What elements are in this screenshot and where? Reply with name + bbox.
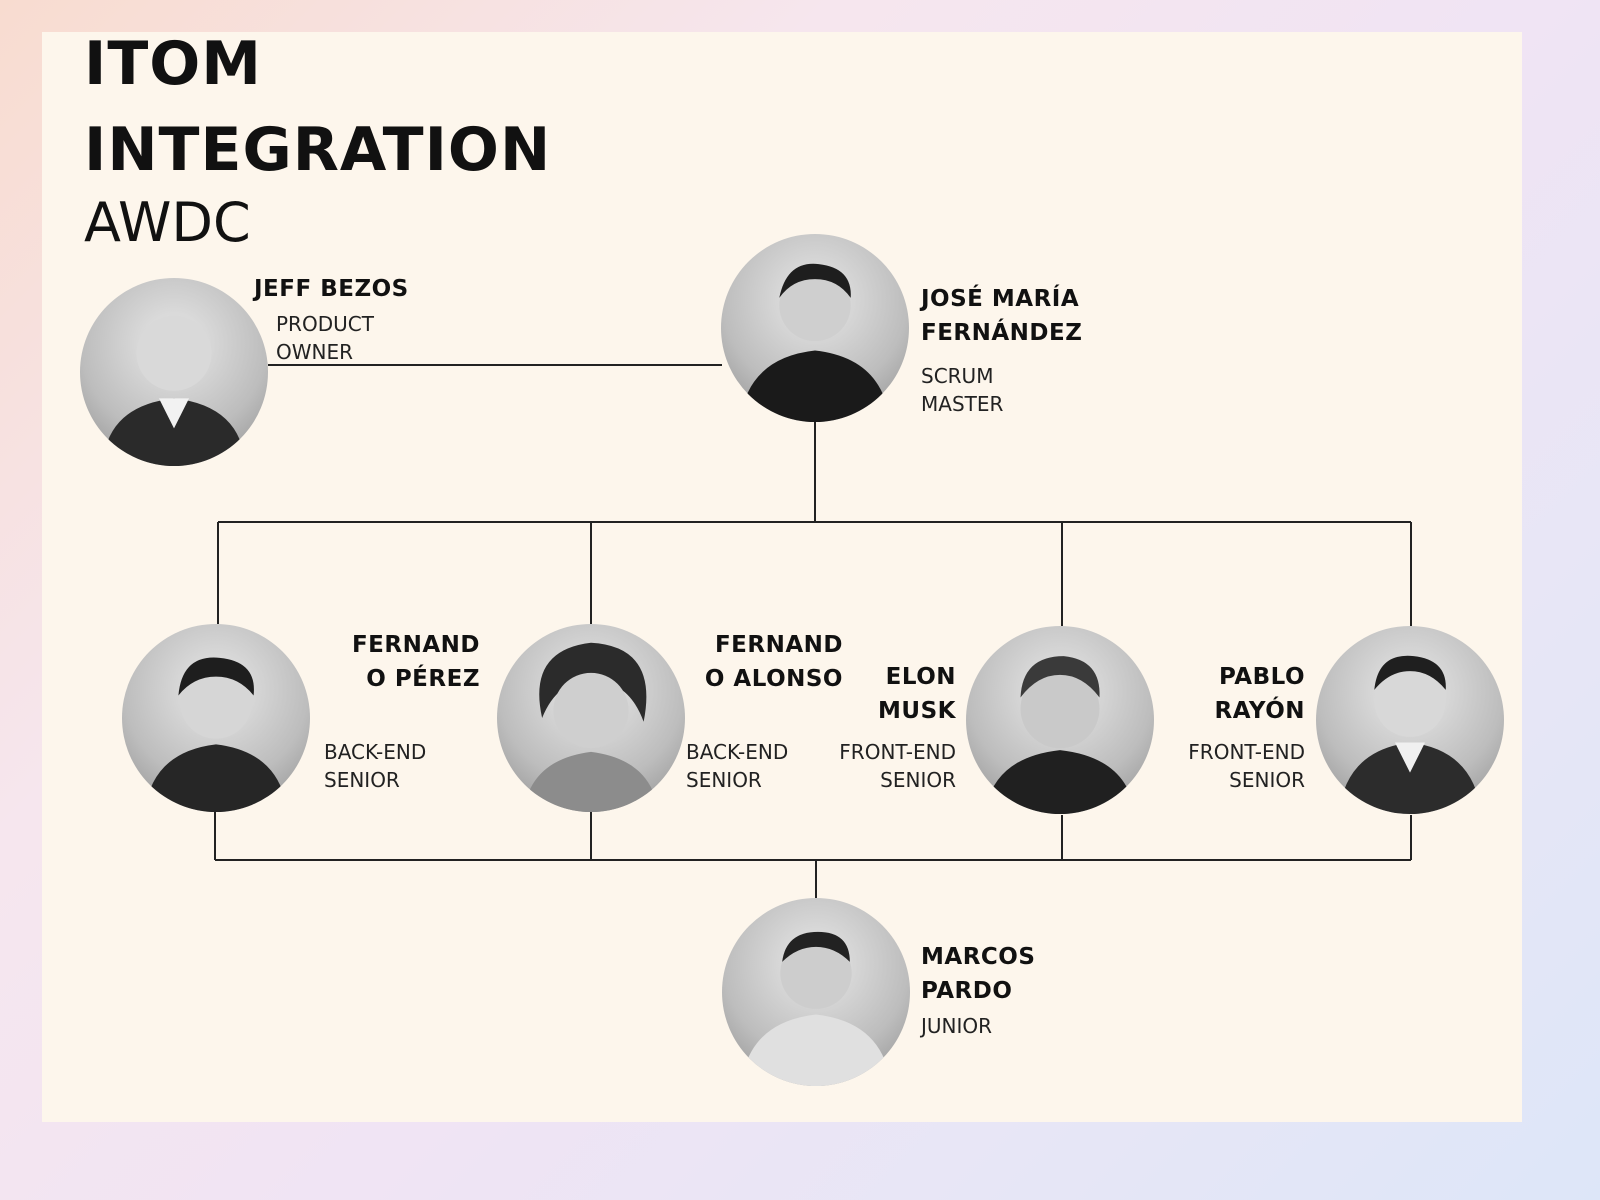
- avatar-fernando-perez: [122, 624, 310, 812]
- member-role-jeff: PRODUCT OWNER: [276, 312, 374, 364]
- member-role-rayon: FRONT-END SENIOR: [1188, 740, 1305, 792]
- avatar-pablo-rayon: [1316, 626, 1504, 814]
- person-silhouette-icon: [740, 931, 892, 1086]
- title-line-1: ITOM: [84, 29, 262, 99]
- member-name-perez: FERNAND O PÉREZ: [351, 632, 480, 692]
- avatar-jeff-bezos: [80, 278, 268, 466]
- member-name-pardo: MARCOS PARDO: [921, 944, 1036, 1004]
- avatar-marcos-pardo: [722, 898, 910, 1086]
- person-silhouette-icon: [1338, 655, 1482, 814]
- member-name-rayon: PABLO RAYÓN: [1214, 664, 1305, 724]
- person-silhouette-icon: [984, 656, 1136, 814]
- avatar-elon-musk: [966, 626, 1154, 814]
- avatar-fernando-alonso: [497, 624, 685, 812]
- title-line-2: INTEGRATION: [84, 115, 552, 185]
- subtitle: AWDC: [84, 191, 251, 254]
- person-silhouette-icon: [523, 642, 659, 812]
- person-silhouette-icon: [739, 263, 891, 422]
- avatar-jose-maria-fernandez: [721, 234, 909, 422]
- person-silhouette-icon: [144, 657, 288, 812]
- member-name-alonso: FERNAND O ALONSO: [704, 632, 843, 692]
- member-name-jose: JOSÉ MARÍA FERNÁNDEZ: [921, 286, 1083, 346]
- member-role-perez: BACK-END SENIOR: [324, 740, 427, 792]
- member-role-pardo: JUNIOR: [921, 1014, 993, 1038]
- member-role-musk: FRONT-END SENIOR: [839, 740, 956, 792]
- member-role-jose: SCRUM MASTER: [921, 364, 1004, 416]
- person-silhouette-icon: [102, 315, 246, 466]
- member-role-alonso: BACK-END SENIOR: [686, 740, 789, 792]
- member-name-musk: ELON MUSK: [878, 664, 956, 724]
- member-name-jeff: JEFF BEZOS: [254, 276, 409, 302]
